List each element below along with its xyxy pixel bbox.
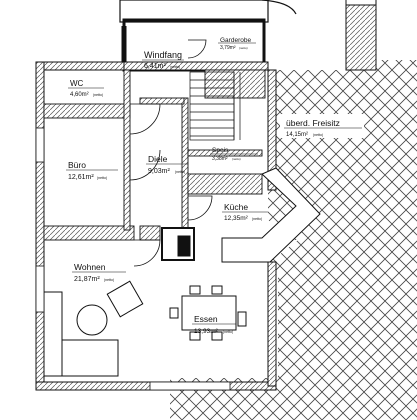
room-area-note: (netto) [239,46,248,50]
door-swings [129,39,213,267]
room-name: WC [70,79,84,88]
room-area-note: (netto) [175,170,185,174]
room-label-essen: Essen 13,93m² (netto) [192,314,236,335]
room-area: 21,87m² [74,276,100,283]
room-area: 14,15m² [286,132,308,138]
room-label-wohnen: Wohnen 21,87m² (netto) [72,262,126,283]
room-name: Diele [148,154,168,164]
room-name: Garderobe [220,37,251,44]
room-label-garderobe: Garderobe 3,79m² (netto) [218,37,256,51]
dining-table [169,285,247,341]
room-label-buero: Büro 12,61m² (netto) [66,160,118,181]
room-labels: Windfang 6,41m² (netto) Garderobe 3,79m²… [66,37,364,335]
room-name: Wohnen [74,262,106,272]
room-name: überd. Freisitz [286,118,340,128]
room-area-note: (netto) [252,217,262,221]
room-area: 3,38m² [212,156,228,162]
room-name: Speis [212,147,229,154]
room-label-freisitz: überd. Freisitz 14,15m² (netto) [280,114,364,138]
room-area-note: (netto) [170,65,180,69]
staircase [189,71,241,141]
entrance-area [119,0,377,72]
room-area-note: (netto) [97,176,107,180]
windows [35,127,231,391]
room-area-note: (netto) [223,330,233,334]
room-name: Küche [224,202,248,212]
kitchen-appliances [161,227,195,261]
room-label-speis: Speis 3,38m² (netto) [210,147,258,162]
room-name: Essen [194,314,218,324]
room-area-note: (netto) [313,133,323,137]
room-area: 3,79m² [220,45,236,51]
room-area-note: (netto) [232,157,241,161]
room-area: 12,61m² [68,174,94,181]
room-area-note: (netto) [104,278,114,282]
room-area-note: (netto) [93,93,103,97]
kitchen-counter [221,167,321,263]
terrace-hatching [170,60,417,420]
room-area: 12,35m² [224,215,249,222]
room-label-wc: WC 4,60m² (netto) [68,79,104,98]
room-label-diele: Diele 9,03m² (netto) [146,154,188,175]
room-area: 13,93m² [194,328,219,335]
room-area: 9,03m² [148,168,170,175]
room-area: 4,60m² [70,92,89,98]
sofa [43,280,144,377]
room-label-windfang: Windfang 6,41m² (netto) [142,50,184,70]
room-label-kueche: Küche 12,35m² (netto) [222,202,268,222]
room-name: Windfang [144,50,182,60]
room-area: 6,41m² [144,63,166,70]
room-name: Büro [68,160,86,170]
